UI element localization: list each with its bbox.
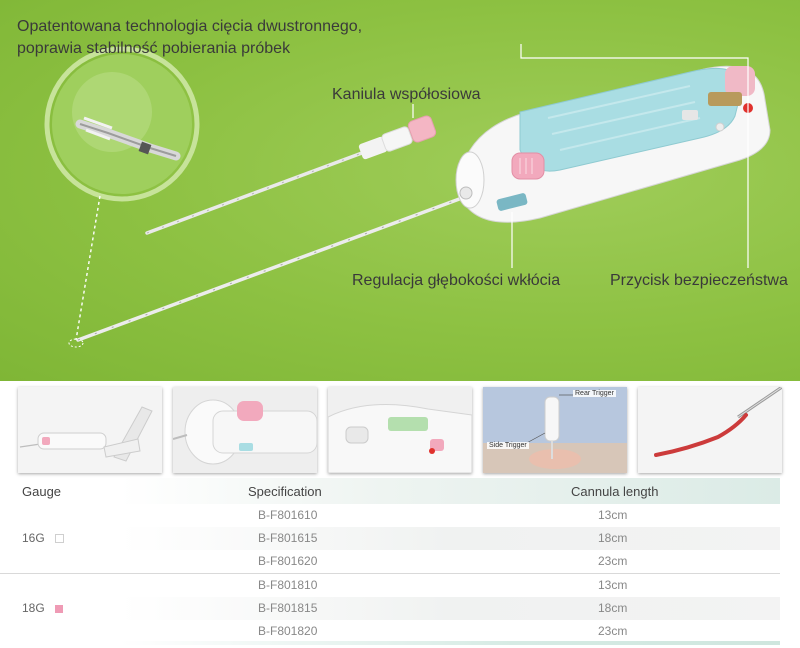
table-row: B-F801820 23cm: [120, 620, 780, 641]
spec-code: B-F801615: [258, 531, 318, 545]
hero-banner: Opatentowana technologia cięcia dwustron…: [0, 0, 800, 381]
group-divider: [0, 573, 780, 574]
thumbnail-specimen-window[interactable]: [328, 387, 472, 473]
headline: Opatentowana technologia cięcia dwustron…: [17, 16, 362, 60]
white-swatch-icon: [54, 534, 64, 543]
thumbnail-strip: Rear Trigger Side Trigger: [18, 387, 782, 473]
spec-code: B-F801620: [258, 554, 318, 568]
cannula-length: 23cm: [598, 624, 628, 638]
gauge-18g: 18G: [22, 601, 63, 615]
tip-magnifier: [44, 46, 200, 202]
spec-code: B-F801820: [258, 624, 318, 638]
header-gauge: Gauge: [22, 484, 62, 499]
thumbnail-depth-slider[interactable]: [173, 387, 317, 473]
coaxial-cannula: [145, 115, 437, 235]
side-trigger-label: Side Trigger: [487, 442, 529, 449]
callout-depth-adjustment: Regulacja głębokości wkłócia: [352, 272, 561, 289]
thumbnail-needle-sample[interactable]: [638, 387, 782, 473]
biopsy-gun: [455, 65, 771, 223]
hero-illustration: [44, 46, 771, 342]
table-row: B-F801610 13cm: [120, 504, 780, 527]
cannula-length: 18cm: [598, 531, 628, 545]
callout-coaxial-cannula: Kaniula współosiowa: [332, 86, 481, 103]
callout-safety-button: Przycisk bezpieczeństwa: [610, 272, 788, 289]
table-row: B-F801810 13cm: [120, 574, 780, 597]
gauge-label: 16G: [22, 531, 45, 545]
rear-trigger-label: Rear Trigger: [573, 390, 616, 397]
spec-code: B-F801810: [258, 578, 318, 592]
spec-code: B-F801610: [258, 508, 318, 522]
table-row: B-F801615 18cm: [120, 527, 780, 550]
thumbnail-device-on-stand[interactable]: [18, 387, 162, 473]
biopsy-needle: [76, 196, 464, 342]
table-row: B-F801620 23cm: [120, 550, 780, 573]
magnifier-connector: [75, 195, 101, 341]
specification-table: Gauge Specification Cannula length B-F80…: [0, 478, 800, 648]
table-bottom-bar: [120, 641, 780, 645]
header-specification: Specification: [248, 484, 322, 499]
gauge-label: 18G: [22, 601, 45, 615]
cannula-length: 18cm: [598, 601, 628, 615]
thumbnail-trigger-diagram[interactable]: Rear Trigger Side Trigger: [483, 387, 627, 473]
cannula-length: 13cm: [598, 508, 628, 522]
pink-swatch-icon: [54, 605, 63, 613]
headline-line-2: poprawia stabilność pobierania próbek: [17, 40, 291, 57]
cannula-length: 13cm: [598, 578, 628, 592]
cannula-length: 23cm: [598, 554, 628, 568]
table-header-band: [120, 478, 780, 504]
gauge-16g: 16G: [22, 531, 64, 545]
table-row: B-F801815 18cm: [120, 597, 780, 620]
spec-code: B-F801815: [258, 601, 318, 615]
header-cannula-length: Cannula length: [571, 484, 659, 499]
headline-line-1: Opatentowana technologia cięcia dwustron…: [17, 18, 363, 35]
